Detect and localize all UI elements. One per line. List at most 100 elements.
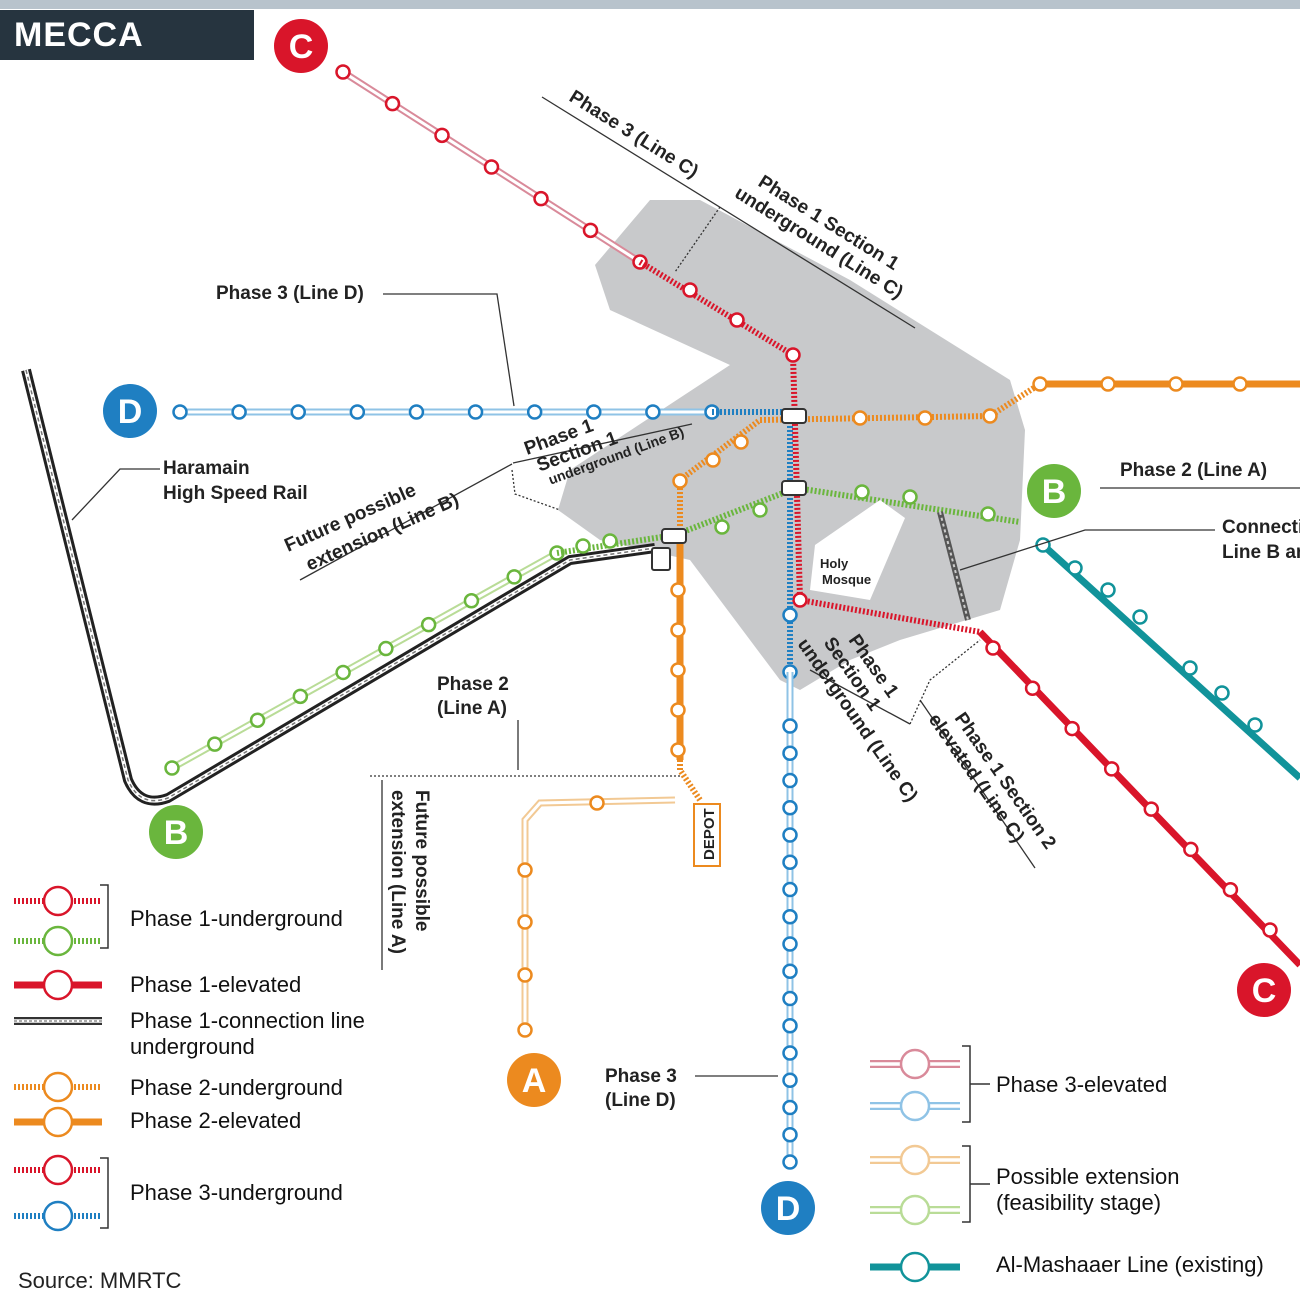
badge-line-c-top: C	[274, 19, 328, 73]
station	[349, 404, 366, 420]
station	[467, 404, 484, 420]
station	[506, 569, 522, 585]
station	[714, 519, 730, 535]
badge-line-d-bottom: D	[761, 1181, 815, 1235]
station	[231, 404, 247, 420]
station	[902, 489, 918, 505]
svg-text:B: B	[164, 814, 189, 852]
station	[1024, 680, 1041, 697]
line-a-extension	[521, 796, 676, 1030]
svg-text:(Line A): (Line A)	[437, 698, 507, 719]
station	[533, 190, 549, 207]
svg-text:High Speed Rail: High Speed Rail	[163, 483, 308, 504]
station	[785, 347, 801, 363]
svg-text:Phase 1 Section 2elevated (Lin: Phase 1 Section 2elevated (Line C)	[924, 697, 1060, 865]
central-zone	[558, 200, 1025, 690]
svg-text:Future possibleextension (Line: Future possibleextension (Line A)	[387, 790, 432, 954]
depot: DEPOT	[693, 803, 721, 867]
svg-text:Al-Mashaaer Line (existing): Al-Mashaaer Line (existing)	[996, 1252, 1264, 1277]
svg-text:Future possibleextension (Line: Future possibleextension (Line B)	[281, 466, 462, 581]
line-c-phase1-underground	[638, 259, 981, 635]
station	[1168, 376, 1184, 392]
train-icon	[651, 547, 671, 571]
station	[672, 473, 688, 489]
station	[782, 936, 798, 952]
station	[782, 1127, 798, 1143]
station	[1103, 761, 1120, 777]
svg-text:Phase 3 (Line C): Phase 3 (Line C)	[565, 86, 701, 182]
station	[164, 760, 180, 776]
station	[854, 484, 870, 500]
svg-text:Haramain: Haramain	[163, 458, 250, 479]
line-b-underground	[556, 484, 1021, 556]
station	[852, 410, 868, 426]
station	[1214, 685, 1230, 701]
station	[589, 795, 605, 811]
station	[982, 408, 998, 424]
station	[1143, 801, 1160, 817]
svg-text:C: C	[1252, 972, 1277, 1010]
svg-text:DEPOT: DEPOT	[701, 808, 718, 860]
top-rule	[0, 0, 1300, 9]
station	[526, 404, 543, 420]
station	[670, 702, 686, 718]
station	[1262, 922, 1278, 938]
svg-text:B: B	[1042, 473, 1067, 511]
station	[782, 881, 798, 898]
station	[483, 159, 500, 175]
station	[434, 127, 450, 144]
station	[1247, 717, 1263, 733]
holy-mosque-shape	[810, 500, 905, 600]
station	[670, 662, 686, 678]
line-badges: C D B B A D C	[103, 19, 1291, 1235]
legend-left: Phase 1-underground Phase 1-elevated Pha…	[14, 884, 365, 1232]
svg-text:Phase 1-elevated: Phase 1-elevated	[130, 972, 301, 997]
station	[670, 742, 686, 758]
svg-text:(Line D): (Line D)	[605, 1090, 676, 1111]
badge-line-a-bottom: A	[507, 1053, 561, 1107]
svg-text:C: C	[289, 28, 314, 66]
station	[1182, 660, 1198, 676]
station	[378, 640, 394, 657]
station	[782, 1099, 798, 1116]
station	[792, 592, 808, 608]
svg-text:Phase 2-underground: Phase 2-underground	[130, 1075, 343, 1100]
station	[782, 800, 798, 816]
station	[292, 688, 309, 705]
svg-text:(feasibility stage): (feasibility stage)	[996, 1190, 1161, 1215]
station	[517, 862, 533, 878]
station	[1100, 376, 1116, 392]
svg-text:Connectio: Connectio	[1222, 517, 1300, 538]
svg-text:Phase 1-underground: Phase 1-underground	[130, 906, 343, 931]
station	[782, 854, 798, 870]
station	[729, 312, 745, 328]
station	[670, 582, 686, 598]
station	[782, 607, 798, 623]
station	[172, 404, 188, 420]
svg-text:Line B an: Line B an	[1222, 542, 1300, 563]
station	[463, 593, 480, 609]
station	[782, 909, 798, 925]
station	[1183, 841, 1199, 858]
station	[782, 745, 798, 761]
badge-line-c-bottom: C	[1237, 963, 1291, 1017]
station	[207, 736, 223, 752]
svg-text:Phase 2: Phase 2	[437, 674, 509, 695]
station	[1032, 376, 1048, 392]
station	[335, 64, 351, 80]
station	[705, 452, 721, 468]
station	[1067, 560, 1083, 576]
svg-text:Phase 2-elevated: Phase 2-elevated	[130, 1108, 301, 1133]
interchange-station	[781, 408, 807, 424]
station	[249, 712, 266, 728]
svg-text:Possible extension: Possible extension	[996, 1164, 1179, 1189]
station	[782, 718, 798, 734]
station	[782, 827, 798, 843]
station	[733, 434, 749, 450]
map-title: MECCA METRO	[14, 16, 143, 93]
station	[602, 533, 618, 549]
svg-text:Phase 3-elevated: Phase 3-elevated	[996, 1072, 1167, 1097]
station	[782, 1072, 798, 1088]
